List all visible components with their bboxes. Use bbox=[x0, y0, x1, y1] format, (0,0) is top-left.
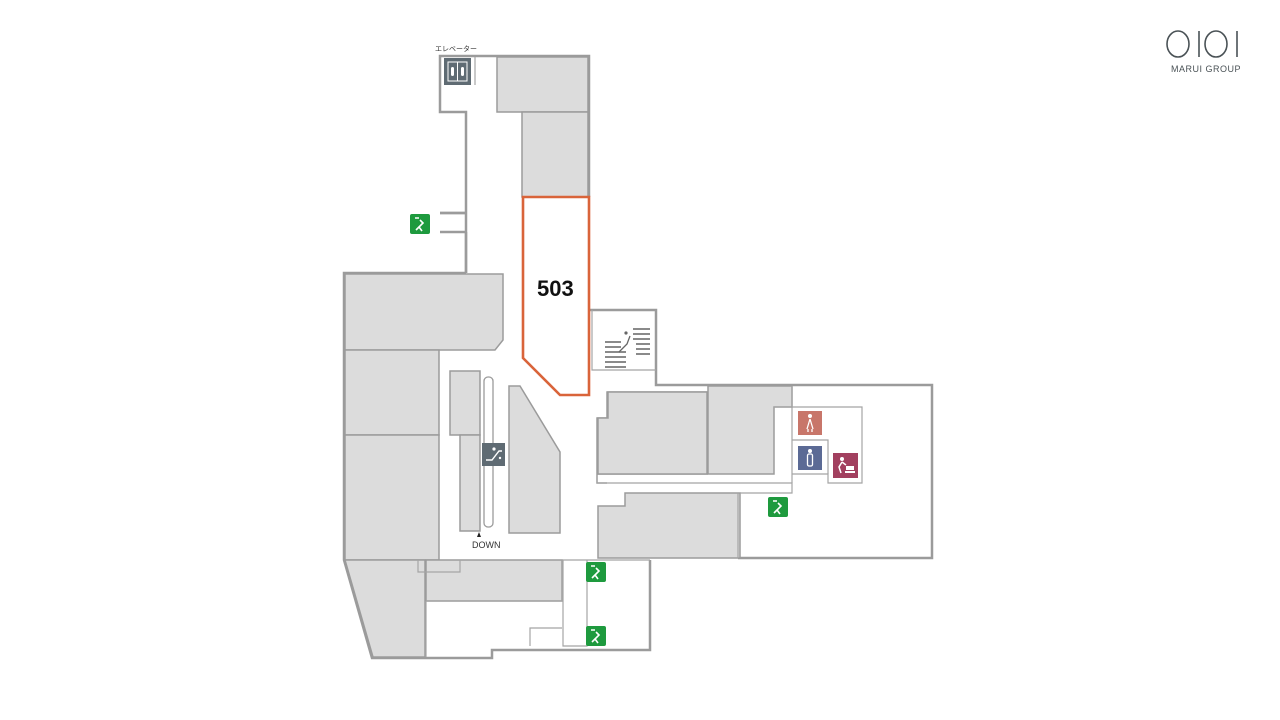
escalator-direction-label: DOWN bbox=[472, 540, 501, 550]
oioi-logo-mark bbox=[1166, 30, 1238, 58]
shop-east-3[interactable] bbox=[597, 492, 741, 559]
elevator[interactable]: エレベーター bbox=[435, 44, 477, 85]
shop-center-a[interactable] bbox=[449, 370, 481, 436]
stairs-icon[interactable] bbox=[605, 328, 650, 368]
escalator[interactable]: DOWN bbox=[472, 376, 505, 550]
shop-503[interactable]: 503 bbox=[521, 195, 591, 397]
shop-west-1[interactable] bbox=[344, 273, 504, 351]
shop-east-2[interactable] bbox=[707, 385, 793, 475]
shop-south-1[interactable] bbox=[425, 559, 563, 602]
baby-changing-icon bbox=[833, 453, 858, 478]
emergency-exits bbox=[410, 214, 788, 646]
womens-restroom-icon bbox=[798, 411, 822, 435]
emergency-exit-icon bbox=[410, 214, 430, 234]
logo-text: Marui Group bbox=[1171, 64, 1242, 74]
shop-top-1[interactable] bbox=[496, 56, 589, 113]
shop-southwest[interactable] bbox=[344, 559, 426, 658]
restrooms[interactable] bbox=[798, 411, 858, 478]
emergency-exit-icon bbox=[586, 626, 606, 646]
shops bbox=[344, 56, 793, 658]
mens-restroom-icon bbox=[798, 446, 822, 470]
shop-center-c[interactable] bbox=[508, 385, 561, 534]
escalator-icon bbox=[482, 443, 505, 466]
marui-group-logo: Marui Group bbox=[1164, 28, 1254, 78]
emergency-exit-icon bbox=[586, 562, 606, 582]
shop-503-label: 503 bbox=[537, 276, 574, 301]
down-arrow-icon bbox=[477, 532, 481, 537]
shop-center-b[interactable] bbox=[459, 434, 481, 532]
elevator-icon bbox=[444, 58, 471, 85]
elevator-label: エレベーター bbox=[435, 44, 477, 53]
shop-west-2[interactable] bbox=[344, 349, 440, 436]
shop-top-2[interactable] bbox=[521, 111, 589, 198]
shop-west-3[interactable] bbox=[344, 434, 440, 561]
emergency-exit-icon bbox=[768, 497, 788, 517]
interior-walls bbox=[417, 57, 863, 657]
shop-east-1b[interactable] bbox=[597, 391, 708, 475]
building-outline bbox=[342, 54, 934, 660]
